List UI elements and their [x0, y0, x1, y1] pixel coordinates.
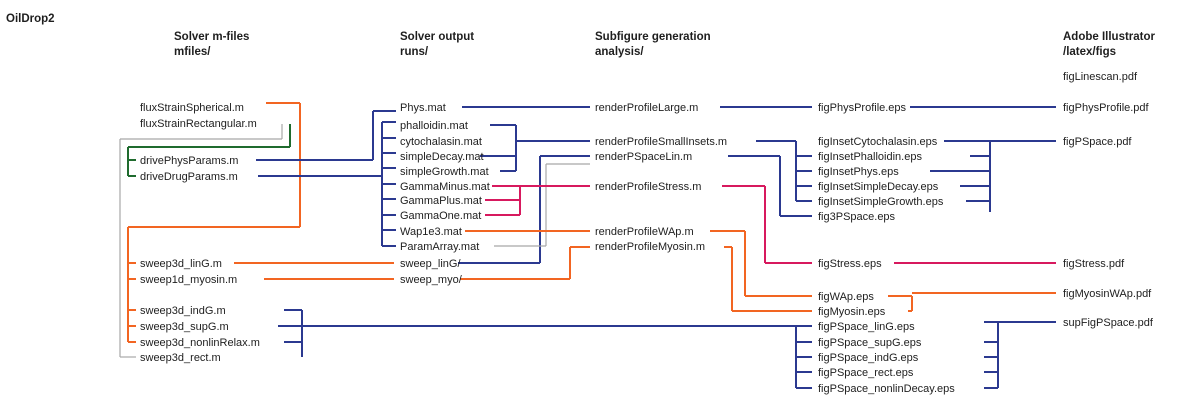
node-run: sweep_linG/ [400, 258, 461, 270]
node-analysis: renderProfileStress.m [595, 181, 701, 193]
node-eps: figPhysProfile.eps [818, 102, 907, 114]
node-run: GammaOne.mat [400, 210, 481, 222]
node-eps: figMyosin.eps [818, 306, 886, 318]
column-pdf: figLinescan.pdf figPhysProfile.pdf figPS… [1063, 71, 1154, 329]
node-mfile: sweep1d_myosin.m [140, 274, 237, 286]
node-eps: figPSpace_supG.eps [818, 337, 922, 349]
wire-blue-drivedrug [258, 121, 396, 247]
column-analysis: renderProfileLarge.m renderProfileSmallI… [595, 102, 727, 253]
node-mfile: sweep3d_linG.m [140, 258, 222, 270]
column-header-figs: Adobe Illustrator [1063, 31, 1156, 43]
node-run: phalloidin.mat [400, 120, 468, 132]
column-header-runs: Solver output [400, 31, 474, 43]
column-subheader-figs: /latex/figs [1063, 46, 1116, 58]
connectors [119, 102, 1056, 389]
node-run: sweep_myo/ [400, 274, 463, 286]
node-mfile: sweep3d_rect.m [140, 352, 221, 364]
node-mfile: fluxStrainSpherical.m [140, 102, 244, 114]
node-analysis: renderProfileWAp.m [595, 226, 694, 238]
node-eps: figInsetPhalloidin.eps [818, 151, 922, 163]
node-eps: figWAp.eps [818, 291, 874, 303]
column-subheader-runs: runs/ [400, 46, 429, 58]
wire-orange-myosinwap [888, 292, 1056, 312]
node-eps: figStress.eps [818, 258, 882, 270]
node-mfile: sweep3d_indG.m [140, 305, 226, 317]
node-pdf: figLinescan.pdf [1063, 71, 1138, 83]
wire-orange-spherical [127, 102, 301, 343]
diagram-title: OilDrop2 [6, 13, 55, 25]
node-pdf: figPhysProfile.pdf [1063, 102, 1150, 114]
wire-blue-pspacelin [458, 155, 812, 264]
column-runs: Phys.mat phalloidin.mat cytochalasin.mat… [400, 102, 490, 286]
node-run: simpleDecay.mat [400, 151, 484, 163]
node-eps: figPSpace_indG.eps [818, 352, 919, 364]
node-eps: fig3PSpace.eps [818, 211, 896, 223]
node-pdf: figMyosinWAp.pdf [1063, 288, 1152, 300]
column-header-analysis: Subfigure generation [595, 31, 711, 43]
wire-magenta-stress [485, 185, 1056, 264]
wire-blue-pspace-pdf [930, 140, 1056, 212]
node-run: ParamArray.mat [400, 241, 479, 253]
node-run: Wap1e3.mat [400, 226, 462, 238]
node-pdf: supFigPSpace.pdf [1063, 317, 1154, 329]
wire-green-drive [127, 124, 291, 177]
node-mfile: sweep3d_nonlinRelax.m [140, 337, 260, 349]
column-header-mfiles: Solver m-files [174, 31, 249, 43]
node-eps: figPSpace_nonlinDecay.eps [818, 383, 955, 395]
node-analysis: renderProfileMyosin.m [595, 241, 705, 253]
node-analysis: renderProfileSmallInsets.m [595, 136, 727, 148]
wire-gray-paramarray [494, 163, 590, 247]
node-eps: figPSpace_rect.eps [818, 367, 914, 379]
node-run: GammaMinus.mat [400, 181, 490, 193]
wire-orange-myosin [460, 246, 812, 312]
node-pdf: figPSpace.pdf [1063, 136, 1132, 148]
wire-blue-smallinsets [480, 124, 590, 172]
node-run: cytochalasin.mat [400, 136, 482, 148]
node-analysis: renderProfileLarge.m [595, 102, 698, 114]
wire-blue-sweep-pspace [278, 309, 812, 389]
wire-orange-sweeps [234, 262, 394, 280]
wire-blue-sup-pdf [984, 321, 1056, 389]
node-mfile: driveDrugParams.m [140, 171, 238, 183]
node-pdf: figStress.pdf [1063, 258, 1125, 270]
node-run: simpleGrowth.mat [400, 166, 489, 178]
column-subheader-mfiles: mfiles/ [174, 46, 211, 58]
column-eps: figPhysProfile.eps figInsetCytochalasin.… [818, 102, 955, 395]
node-eps: figInsetPhys.eps [818, 166, 899, 178]
column-subheader-analysis: analysis/ [595, 46, 644, 58]
node-mfile: sweep3d_supG.m [140, 321, 229, 333]
column-mfiles: fluxStrainSpherical.m fluxStrainRectangu… [140, 102, 260, 364]
wire-gray-rect [119, 124, 283, 358]
node-run: GammaPlus.mat [400, 195, 482, 207]
node-eps: figPSpace_linG.eps [818, 321, 915, 333]
wire-blue-drivephys [256, 110, 396, 161]
node-run: Phys.mat [400, 102, 446, 114]
node-mfile: drivePhysParams.m [140, 155, 238, 167]
node-eps: figInsetCytochalasin.eps [818, 136, 938, 148]
node-eps: figInsetSimpleGrowth.eps [818, 196, 944, 208]
node-mfile: fluxStrainRectangular.m [140, 118, 257, 130]
wire-blue-insets-eps [756, 140, 812, 202]
node-analysis: renderPSpaceLin.m [595, 151, 692, 163]
node-eps: figInsetSimpleDecay.eps [818, 181, 939, 193]
wire-orange-wap [465, 230, 812, 297]
